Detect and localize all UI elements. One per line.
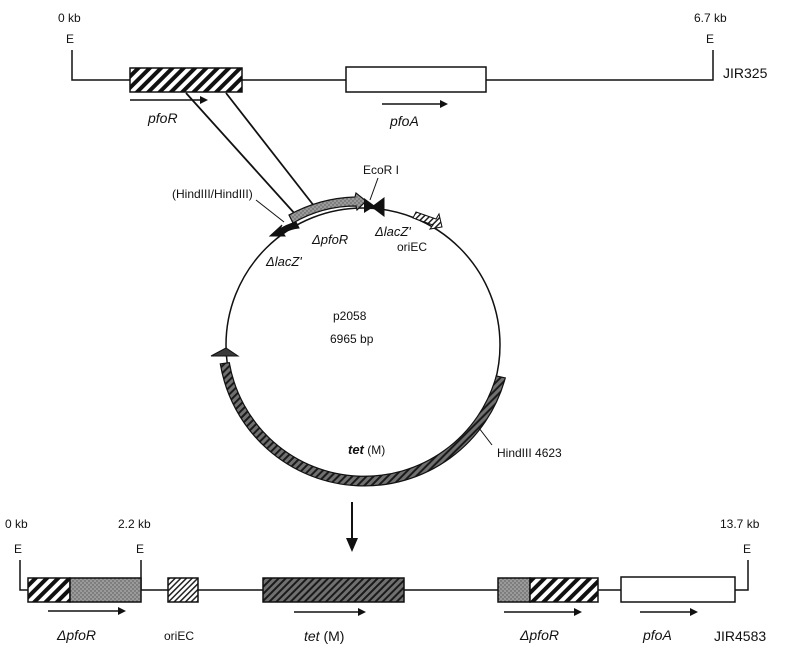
bottom-strain-name: JIR4583 — [714, 628, 766, 644]
top-pfoa-label: pfoA — [389, 113, 419, 129]
bottom-delta-pfor-label: ΔpfoR — [56, 627, 96, 643]
crossover-line-left — [185, 92, 297, 216]
top-left-ecori-site: E — [66, 32, 74, 46]
crossover-line-right — [225, 92, 319, 212]
bottom-pfor-stippled-part — [69, 577, 142, 603]
top-pfor-arrow — [130, 96, 208, 104]
plasmid-lacz-left-label: ΔlacZ' — [265, 254, 302, 269]
bottom-right-ecori-site: E — [743, 542, 751, 556]
bottom-pfor2-stippled-part — [497, 577, 531, 603]
bottom-left-ecori-site: E — [14, 542, 22, 556]
plasmid-hindiii-label: HindIII 4623 — [497, 446, 562, 460]
ecori-label: EcoR I — [363, 163, 399, 177]
bottom-delta-pfor2-label: ΔpfoR — [519, 627, 559, 643]
integration-arrow — [346, 502, 358, 552]
tet-m-arc — [219, 362, 507, 487]
plasmid-map: EcoR I (HindIII/HindIII) ΔpfoR ΔlacZ' or… — [172, 163, 562, 487]
bottom-tet-arrow — [294, 608, 366, 616]
bottom-pfor-hatched-part — [27, 577, 71, 603]
bottom-pfor2-arrow — [504, 608, 582, 616]
top-strain-name: JIR325 — [723, 65, 768, 81]
top-pfor-box — [129, 67, 243, 93]
top-map: 0 kb 6.7 kb E E JIR325 pfoR pfoA — [58, 11, 768, 129]
oriec-arrow — [412, 211, 443, 230]
bottom-mid-coord: 2.2 kb — [118, 517, 151, 531]
top-pfoa-arrow — [382, 100, 448, 108]
bottom-oriec-box — [167, 577, 199, 603]
lacz-right-arrow — [371, 197, 385, 217]
bottom-pfoa-label: pfoA — [642, 627, 672, 643]
bottom-oriec-label: oriEC — [164, 629, 194, 643]
bottom-mid-ecori-site: E — [136, 542, 144, 556]
top-right-ecori-site: E — [706, 32, 714, 46]
plasmid-oriec-label: oriEC — [397, 240, 427, 254]
ecori-pointer — [369, 177, 379, 201]
plasmid-tet-suffix: (M) — [364, 443, 385, 457]
top-pfor-label: pfoR — [147, 110, 178, 126]
bottom-tet-gene: tet — [304, 628, 321, 644]
top-pfoa-box — [345, 66, 487, 93]
bottom-pfoa-arrow — [640, 608, 698, 616]
plasmid-tet-gene: tet — [348, 442, 365, 457]
lacz-left-arrow — [268, 221, 300, 237]
ecori-marker — [364, 198, 375, 213]
hindiii-pointer — [478, 427, 493, 446]
bottom-pfoa-box — [620, 576, 736, 603]
plasmid-lacz-right-label: ΔlacZ' — [374, 224, 411, 239]
tet-m-arrowhead — [210, 347, 240, 357]
top-right-coord: 6.7 kb — [694, 11, 727, 25]
plasmid-size: 6965 bp — [330, 332, 374, 346]
bottom-pfor2-hatched-part — [529, 577, 599, 603]
fusion-site-label: (HindIII/HindIII) — [172, 187, 253, 201]
plasmid-name: p2058 — [333, 309, 367, 323]
bottom-right-coord: 13.7 kb — [720, 517, 760, 531]
bottom-tet-suffix: (M) — [320, 628, 345, 644]
bottom-map: 0 kb 2.2 kb 13.7 kb E E E ΔpfoR — [5, 517, 766, 644]
delta-pfor-arrow — [288, 191, 367, 224]
fusion-site-pointer — [255, 199, 285, 223]
bottom-tet-label: tet (M) — [304, 628, 344, 644]
plasmid-tet-label: tet (M) — [348, 442, 385, 457]
bottom-left-coord: 0 kb — [5, 517, 28, 531]
top-left-coord: 0 kb — [58, 11, 81, 25]
plasmid-delta-pfor-label: ΔpfoR — [311, 232, 348, 247]
bottom-tet-m-box — [262, 577, 405, 603]
bottom-pfor-arrow — [48, 607, 126, 615]
